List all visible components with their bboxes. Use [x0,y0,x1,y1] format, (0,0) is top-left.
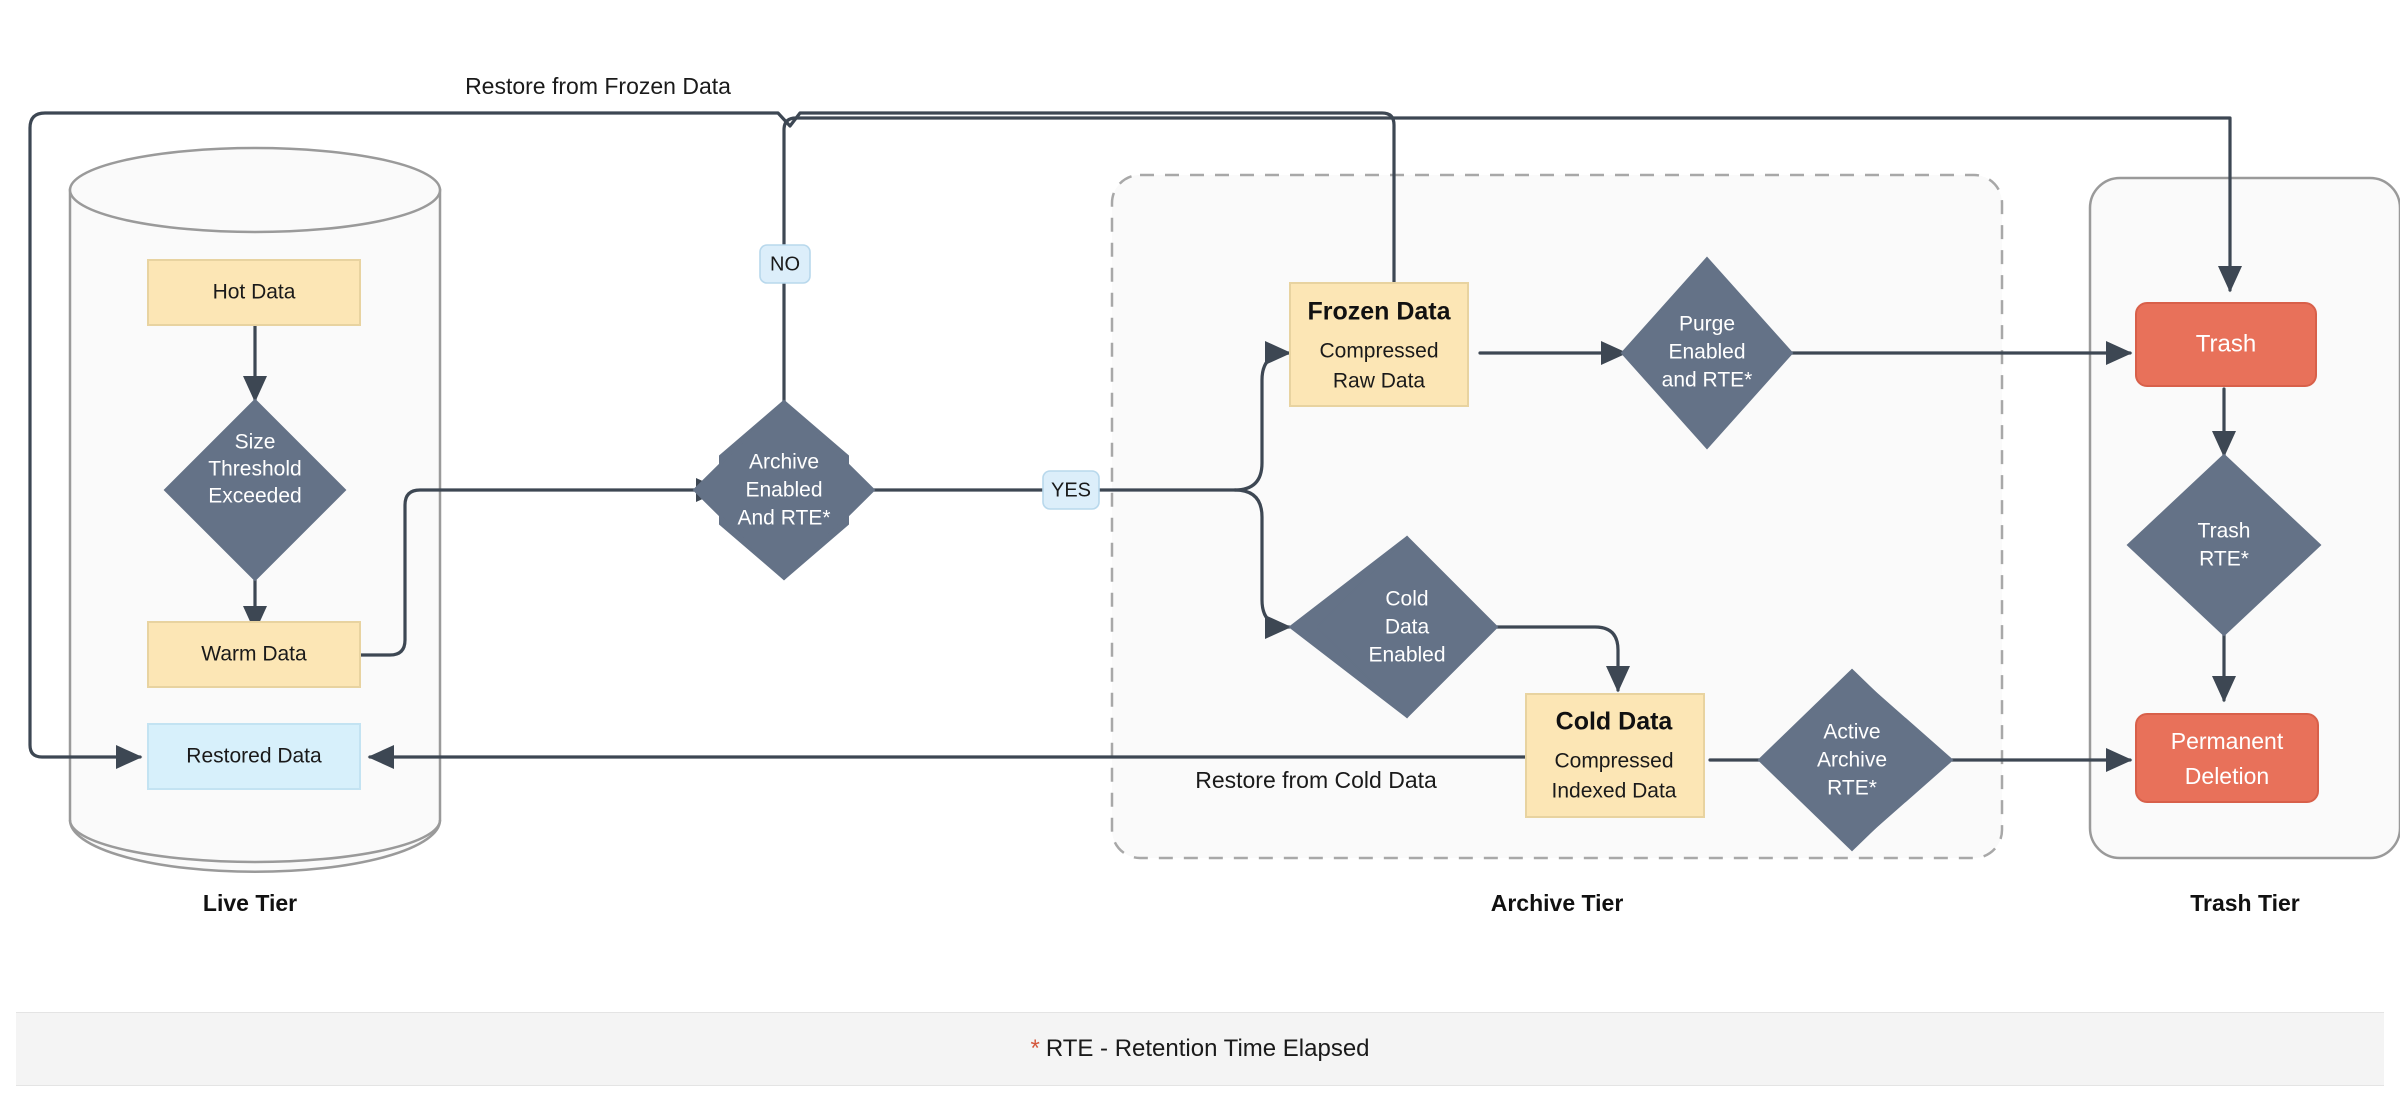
node-frozen-data[interactable]: Frozen Data Compressed Raw Data [1289,282,1469,407]
node-label-trash: Trash [2196,330,2256,357]
node-permanent-deletion[interactable]: Permanent Deletion [2135,713,2319,803]
node-label-cold-dec-2: Data [1385,616,1430,639]
node-active-archive-decision[interactable]: Active Archive RTE* [1757,668,1954,852]
node-sub-frozen-data-1: Compressed [1319,340,1438,363]
badge-no: NO [759,244,811,284]
badge-yes: YES [1042,470,1100,510]
node-label-archive-dec-1: Archive [749,451,819,474]
node-warm-data[interactable]: Warm Data [147,621,361,688]
node-label-trash-rte-1: Trash [2198,520,2251,543]
node-sub-frozen-data-2: Raw Data [1333,370,1426,393]
node-label-archive-dec-3: And RTE* [738,507,831,530]
node-label-purge-2: Enabled [1668,341,1745,364]
tier-label-trash: Trash Tier [2190,890,2300,916]
edge-yes-to-frozen [1233,341,1292,492]
node-sub-cold-data-2: Indexed Data [1552,780,1677,803]
node-sub-cold-data-1: Compressed [1554,750,1673,773]
edge-warm-to-archive-decision [358,478,723,657]
edge-restore-from-frozen [28,111,1396,769]
node-label-active-archive-1: Active [1823,721,1880,744]
node-archive-enabled-decision[interactable]: Archive Enabled And RTE* [692,399,876,581]
node-purge-decision[interactable]: Purge Enabled and RTE* [1620,256,1794,450]
node-label-trash-rte-2: RTE* [2199,548,2249,571]
node-title-cold-data: Cold Data [1556,708,1674,736]
node-label-archive-dec-2: Enabled [745,479,822,502]
node-label-cold-dec-1: Cold [1385,588,1428,611]
node-cold-data-decision[interactable]: Cold Data Enabled [1288,535,1499,719]
node-label-permanent-deletion-2: Deletion [2185,763,2269,789]
node-label-active-archive-2: Archive [1817,749,1887,772]
edge-yes-to-cold-decision [1233,488,1292,639]
node-label-size-threshold-1: Size [235,431,276,454]
node-label-hot-data: Hot Data [213,281,296,304]
tier-label-live: Live Tier [203,890,297,916]
node-trash[interactable]: Trash [2135,302,2317,387]
node-label-permanent-deletion-1: Permanent [2171,728,2284,754]
node-label-purge-1: Purge [1679,313,1735,336]
footnote-asterisk-icon: * [1030,1035,1040,1062]
node-restored-data[interactable]: Restored Data [147,723,361,790]
node-label-cold-dec-3: Enabled [1368,644,1445,667]
edge-cold-decision-to-cold-data [1475,625,1630,693]
node-trash-rte-decision[interactable]: Trash RTE* [2126,453,2322,637]
node-label-active-archive-3: RTE* [1827,777,1877,800]
badge-label-no: NO [770,253,800,275]
footer-note-bar: * RTE - Retention Time Elapsed [16,1012,2384,1086]
node-size-threshold-decision[interactable]: Size Threshold Exceeded [163,398,347,582]
edge-label-restore-from-frozen: Restore from Frozen Data [465,73,731,99]
edge-label-restore-from-cold: Restore from Cold Data [1195,767,1437,793]
node-label-warm-data: Warm Data [201,643,307,666]
node-label-restored-data: Restored Data [186,745,322,768]
node-label-purge-3: and RTE* [1662,369,1753,392]
node-label-size-threshold-2: Threshold [208,458,301,481]
node-label-size-threshold-3: Exceeded [208,485,301,508]
badge-label-yes: YES [1051,479,1091,501]
node-cold-data[interactable]: Cold Data Compressed Indexed Data [1525,693,1705,818]
footnote-text: RTE - Retention Time Elapsed [1045,1035,1370,1062]
tier-label-archive: Archive Tier [1491,890,1624,916]
node-title-frozen-data: Frozen Data [1307,298,1451,326]
node-hot-data[interactable]: Hot Data [147,259,361,326]
